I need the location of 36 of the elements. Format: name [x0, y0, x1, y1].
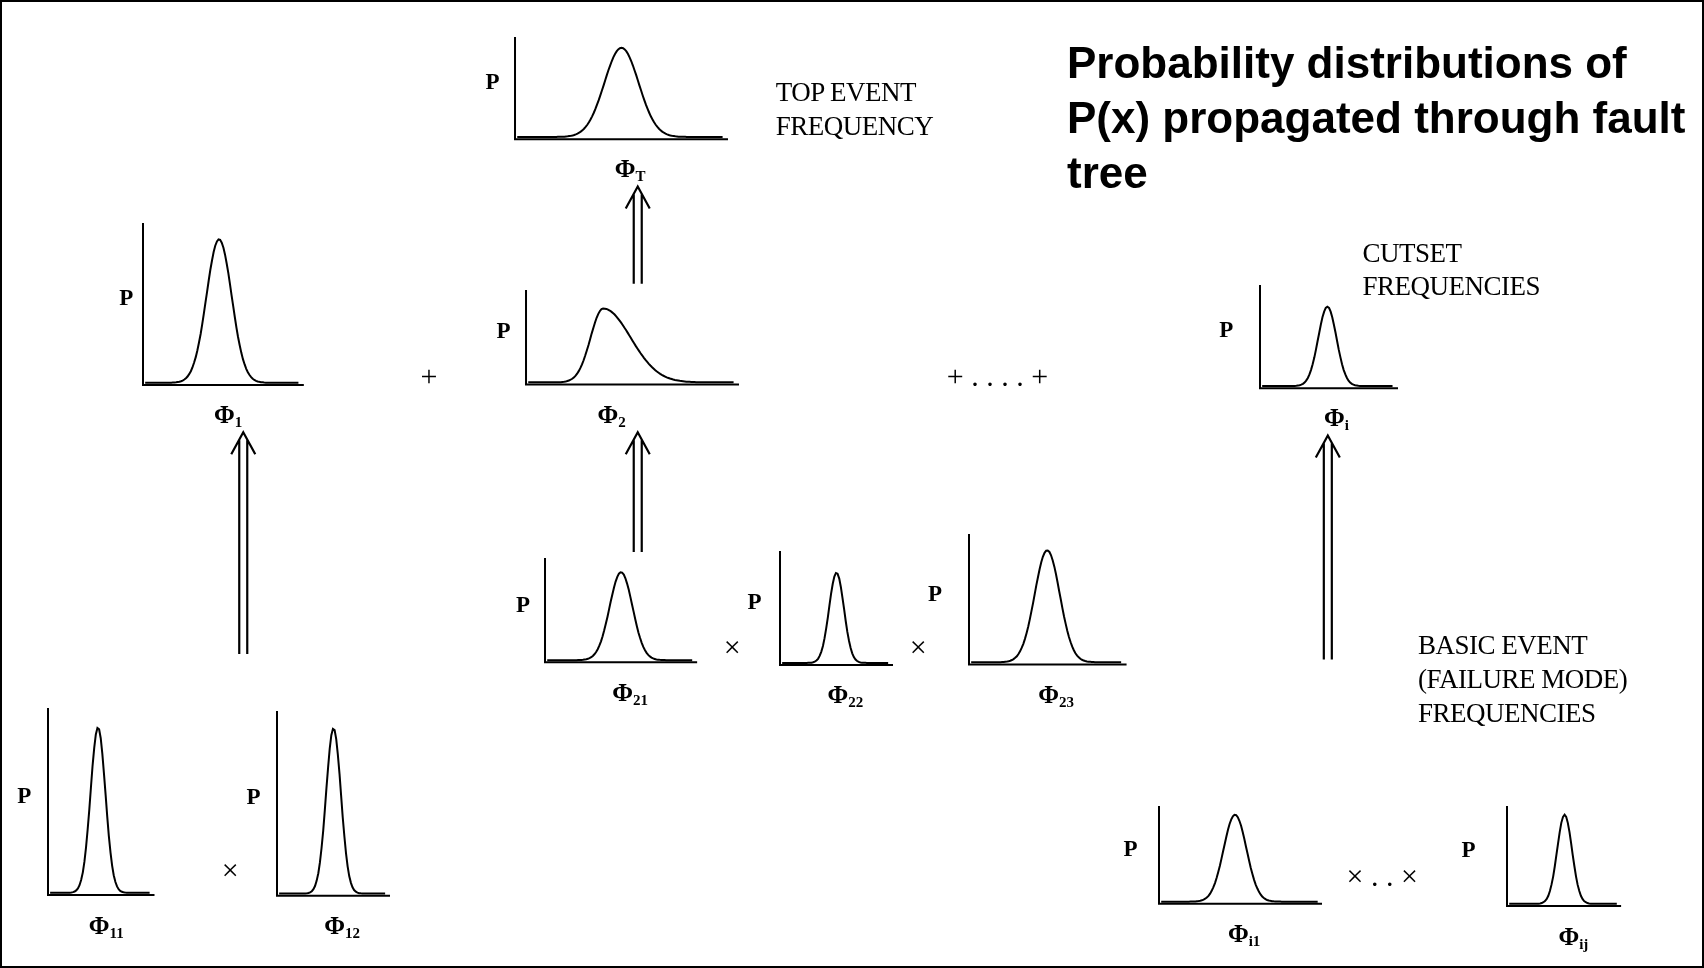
double-arrow: [624, 429, 651, 554]
variable-label: Φ$_{ij}$: [1558, 923, 1589, 952]
operator-symbol: ×: [723, 632, 741, 663]
operator-symbol: ×: [909, 632, 927, 663]
operator-symbol: + . . . . +: [946, 360, 1049, 391]
operator-symbol: ×: [221, 855, 239, 886]
variable-label: Φ$_{i1}$: [1227, 921, 1261, 950]
axis-label: P: [1123, 837, 1138, 861]
variable-label: Φ$_{11}$: [88, 912, 124, 941]
variable-label: Φ$_{1}$: [213, 401, 243, 430]
variable-label: Φ$_{T}$: [614, 156, 646, 185]
annotation-text: CUTSET FREQUENCIES: [1362, 236, 1542, 304]
double-arrow: [1314, 433, 1341, 661]
axis-label: P: [119, 285, 134, 309]
axis-label: P: [485, 69, 500, 93]
axis-label: P: [516, 592, 531, 616]
annotation-text: TOP EVENT FREQUENCY: [775, 75, 935, 143]
axis-label: P: [496, 319, 511, 343]
double-arrow: [230, 429, 257, 656]
variable-label: Φ$_{21}$: [612, 680, 648, 709]
variable-label: Φ$_{2}$: [597, 401, 626, 430]
annotation-text: BASIC EVENT (FAILURE MODE) FREQUENCIES: [1418, 629, 1629, 730]
axis-label: P: [927, 581, 942, 605]
diagram-title: Probability distributions of P(x) propagated through fault tree: [1067, 36, 1687, 199]
axis-label: P: [747, 589, 762, 613]
axis-label: P: [17, 783, 32, 807]
axis-label: P: [246, 784, 261, 808]
double-arrow: [624, 184, 651, 285]
axis-label: P: [1461, 838, 1476, 862]
variable-label: Φ$_{i}$: [1324, 405, 1349, 434]
operator-symbol: +: [420, 360, 438, 391]
variable-label: Φ$_{12}$: [324, 912, 360, 941]
variable-label: Φ$_{22}$: [827, 682, 864, 711]
axis-label: P: [1219, 318, 1234, 342]
operator-symbol: × . . ×: [1346, 860, 1418, 891]
variable-label: Φ$_{23}$: [1038, 682, 1074, 711]
